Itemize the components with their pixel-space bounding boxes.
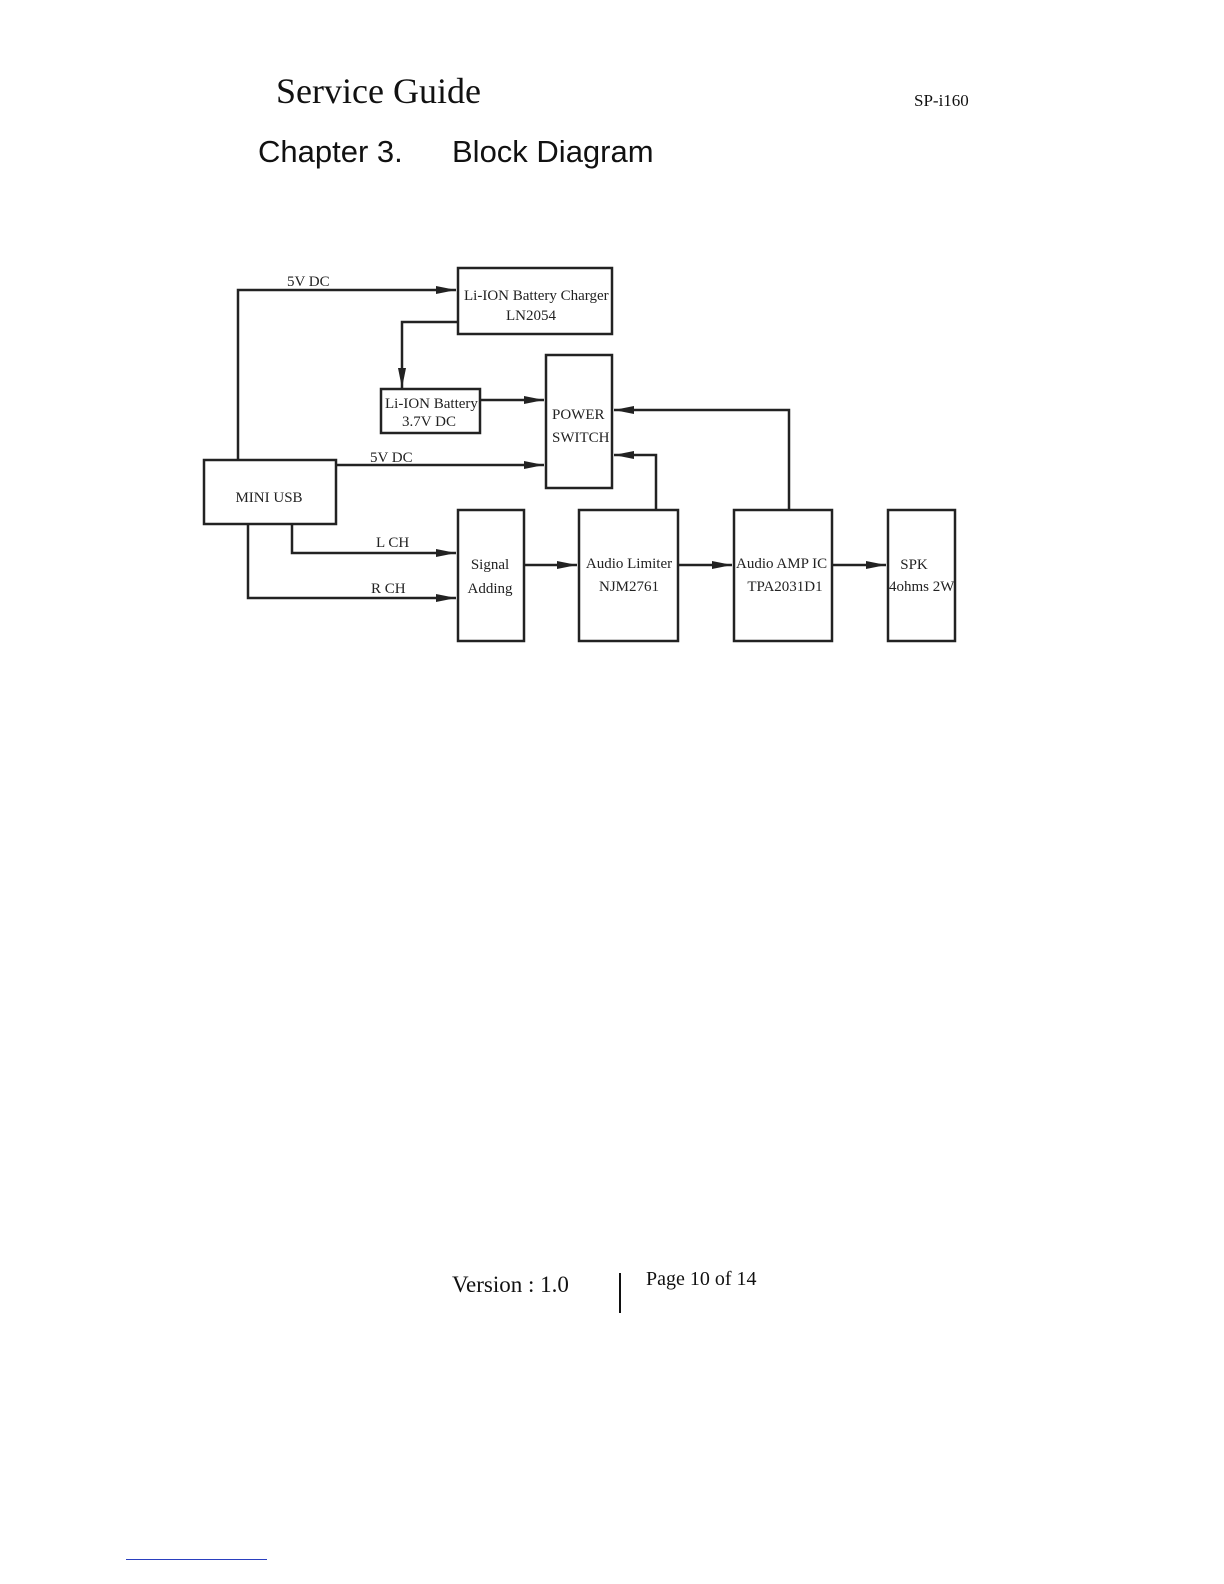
label-battery-name: Li-ION Battery [385,396,478,412]
label-usb-to-switch: 5V DC [370,450,413,466]
label-left-channel: L CH [376,535,409,551]
label-signal-adding-1: Signal [471,557,509,573]
wire-left-channel [292,524,456,553]
wire-amp-to-switch [614,410,789,510]
label-audio-amp-2: TPA2031D1 [747,579,822,595]
label-battery-voltage: 3.7V DC [402,414,456,430]
footer-version: Version : 1.0 [452,1272,569,1298]
block-signal-adding [458,510,524,641]
bottom-rule [126,1559,267,1560]
label-power-switch-2: SWITCH [552,430,610,446]
block-audio-amp [734,510,832,641]
wire-right-channel [248,524,456,598]
label-usb-to-charger: 5V DC [287,274,330,290]
block-speaker [888,510,955,641]
label-signal-adding-2: Adding [468,581,514,597]
label-speaker-2: 4ohms 2W [889,579,955,595]
label-charger-name: Li-ION Battery Charger [464,288,609,304]
wire-usb-to-charger [238,290,456,460]
label-power-switch-1: POWER [552,407,605,423]
label-audio-limiter-2: NJM2761 [599,579,659,595]
label-mini-usb: MINI USB [235,490,302,506]
wire-charger-to-battery [402,322,458,388]
label-right-channel: R CH [371,581,406,597]
wire-limiter-to-switch [614,455,656,510]
footer-page-number: Page 10 of 14 [646,1268,757,1291]
label-audio-limiter-1: Audio Limiter [586,556,672,572]
block-diagram: MINI USB Li-ION Battery Charger LN2054 L… [0,0,1224,700]
label-charger-part: LN2054 [506,308,556,324]
label-speaker-1: SPK [900,557,928,573]
footer-divider [619,1273,621,1313]
block-audio-limiter [579,510,678,641]
label-audio-amp-1: Audio AMP IC [736,556,827,572]
